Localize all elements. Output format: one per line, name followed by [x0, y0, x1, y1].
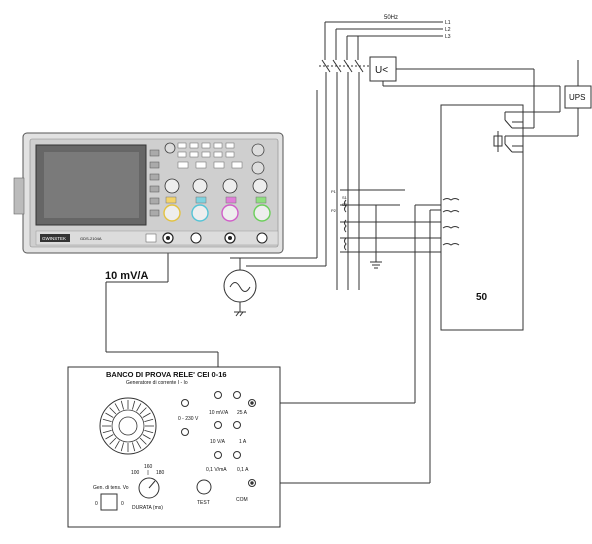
ups-box [564, 85, 592, 109]
variac-tick [120, 442, 124, 452]
ct-p1: P1 [331, 189, 337, 194]
protection-panel [440, 104, 524, 331]
voltage-generator-label: Gen. di tens. Vo [93, 485, 129, 491]
label-10mva: 10 mV/A [209, 410, 229, 416]
ac-source [223, 269, 257, 303]
ct-s1: S1 [342, 195, 348, 200]
variac-tick [120, 400, 124, 410]
terminal-10va[interactable] [214, 421, 222, 429]
test-bench-title: BANCO DI PROVA RELE' CEI 0-16 [106, 370, 227, 379]
phase-label-l2: L2 [445, 27, 451, 33]
undervoltage-relay [369, 56, 397, 82]
variac-tick [132, 442, 136, 452]
test-button-label: TEST [197, 500, 210, 506]
duration-scale-100: 100 [131, 470, 140, 476]
test-bench-panel [67, 366, 281, 528]
supply-frequency: 50Hz [384, 15, 398, 21]
variac-tick [142, 412, 151, 418]
ct-p2: P2 [331, 208, 337, 213]
test-button[interactable] [196, 479, 212, 495]
duration-scale-160: 160 [144, 464, 153, 470]
variac-tick [109, 437, 117, 445]
panel-contacts [493, 111, 523, 153]
terminal-0-230v-a[interactable] [181, 399, 189, 407]
terminal-01a[interactable] [233, 451, 241, 459]
terminal-10mva[interactable] [214, 391, 222, 399]
probe-label: 10 mV/A [105, 270, 148, 282]
oscilloscope-brand: GWINSTEK [42, 236, 66, 241]
label-com: COM [236, 497, 248, 503]
terminal-25a[interactable] [233, 391, 241, 399]
duration-scale-180: 180 [156, 470, 165, 476]
label-25a: 25 A [237, 410, 248, 416]
switch-label-right: 0 [121, 501, 124, 507]
variac-tick [136, 403, 142, 412]
variac-tick [142, 434, 151, 440]
line-breaker [319, 59, 370, 290]
variac-tick [102, 430, 112, 434]
sine-icon [229, 282, 251, 292]
variac-tick [105, 434, 114, 440]
variac-tick [109, 407, 117, 415]
variac-tick [139, 437, 147, 445]
ct-s2: S2 [342, 202, 348, 207]
oscilloscope-model: GDS-2104A [80, 236, 102, 241]
phase-label-l1: L1 [445, 20, 451, 26]
label-10va: 10 V/A [210, 439, 226, 445]
label-0-230v: 0 - 230 V [178, 416, 199, 422]
label-01vma: 0,1 V/mA [206, 467, 227, 473]
duration-label: DURATA (ms) [132, 505, 163, 511]
variac-tick [144, 430, 154, 434]
protection-panel-label: 50 [476, 292, 488, 303]
current-transformers [340, 189, 460, 269]
bench-wiring [105, 90, 441, 484]
test-bench-subtitle: Generatore di corrente I - Io [126, 380, 188, 386]
variac-tick [114, 403, 120, 412]
phase-label-l3: L3 [445, 34, 451, 40]
terminal-01vma[interactable] [214, 451, 222, 459]
three-phase-supply [324, 21, 443, 60]
terminal-0-230v-b[interactable] [181, 428, 189, 436]
oscilloscope [13, 132, 284, 254]
variac-tick [132, 400, 136, 410]
variac-tick [139, 407, 147, 415]
variac-dial[interactable] [99, 397, 157, 455]
undervoltage-relay-label: U< [375, 65, 388, 76]
variac-tick [114, 440, 120, 449]
bench-terminals[interactable] [181, 391, 256, 487]
voltage-generator-switch[interactable] [100, 493, 118, 511]
switch-label-left: 0 [95, 501, 98, 507]
label-1a: 1 A [239, 439, 247, 445]
variac-tick [102, 418, 112, 422]
variac-tick [144, 418, 154, 422]
variac-tick [136, 440, 142, 449]
label-01a: 0,1 A [237, 467, 249, 473]
terminal-1a[interactable] [233, 421, 241, 429]
variac-tick [105, 412, 114, 418]
ups-label: UPS [569, 93, 585, 102]
